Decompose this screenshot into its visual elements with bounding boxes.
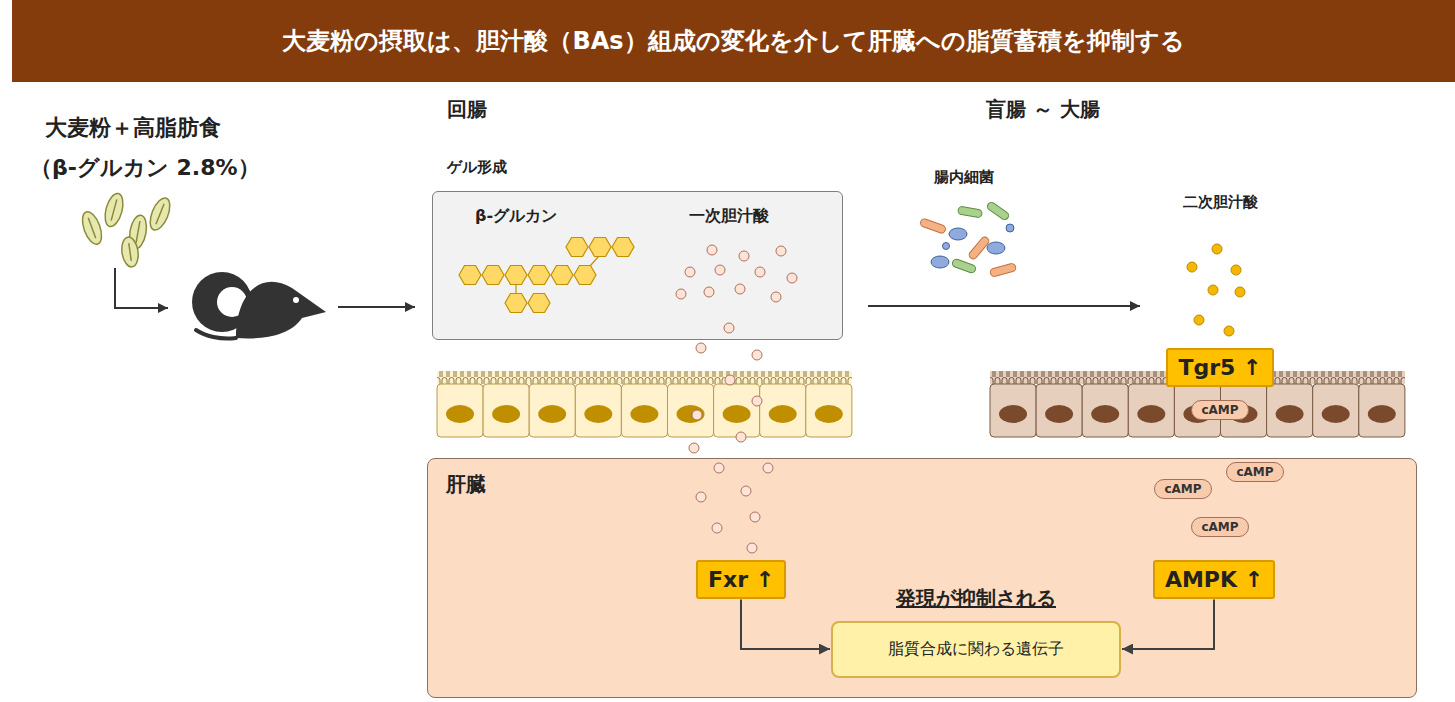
receptor-box: Fxr ↑: [696, 560, 786, 599]
primary-bile-acids: [676, 245, 797, 553]
cell-nucleus: [538, 405, 566, 423]
epithelial-cell: [760, 384, 806, 437]
cell-nucleus: [999, 405, 1027, 423]
gel-box: ゲル形成β-グルカン一次胆汁酸: [432, 191, 843, 340]
molecule-label: cAMP: [1236, 465, 1273, 479]
epithelial-cell: [621, 384, 667, 437]
epithelial-cell: [529, 384, 575, 437]
molecule-label: β-グルカン: [475, 206, 557, 227]
kinase-box: AMPK ↑: [1153, 560, 1275, 599]
epithelial-cell: [437, 384, 483, 437]
receptor-label: Tgr5 ↑: [1178, 355, 1261, 380]
camp-pill: cAMP: [1191, 400, 1248, 420]
title-band: [12, 0, 1455, 82]
bacteria-label: 腸内細菌: [934, 168, 994, 187]
camp-pill: cAMP: [1226, 462, 1283, 482]
cell-nucleus: [815, 405, 843, 423]
cell-nucleus: [492, 405, 520, 423]
diet-label: 大麦粉＋高脂肪食: [45, 113, 221, 143]
epithelial-cell: [806, 384, 852, 437]
region-label: 盲腸 ～ 大腸: [986, 96, 1100, 123]
title-text: 大麦粉の摂取は、胆汁酸（BAs）組成の変化を介して肝臓への脂質蓄積を抑制する: [12, 0, 1455, 82]
box-heading: ゲル形成: [447, 158, 507, 177]
cell-nucleus: [1137, 405, 1165, 423]
flow-arrow: [868, 305, 1140, 307]
gut-bacteria: [919, 201, 1016, 277]
ileum-epithelium: [437, 371, 852, 437]
epithelial-cell: [1036, 384, 1082, 437]
epithelial-cell: [714, 384, 760, 437]
receptor-label: Fxr ↑: [708, 567, 774, 592]
region-label: 回腸: [447, 96, 487, 123]
cell-nucleus: [1322, 405, 1350, 423]
organ-label: 肝臓: [446, 471, 486, 498]
barley-grains: [79, 192, 174, 268]
mouse-icon: [192, 272, 326, 339]
receptor-box: Tgr5 ↑: [1166, 348, 1273, 387]
diet-label: （β-グルカン 2.8%）: [30, 153, 260, 183]
flow-arrow: [338, 306, 415, 308]
gene-box: 発現が抑制される脂質合成に関わる遺伝子: [831, 621, 1121, 678]
molecule-label: 一次胆汁酸: [689, 206, 769, 227]
bile-acid-label: 二次胆汁酸: [1183, 193, 1258, 212]
epithelial-cell: [1128, 384, 1174, 437]
molecule-label: cAMP: [1164, 482, 1201, 496]
cell-nucleus: [1368, 405, 1396, 423]
epithelial-cell: [1359, 384, 1405, 437]
arrow-connector: [1122, 600, 1214, 650]
cell-nucleus: [1091, 405, 1119, 423]
beta-glucan-chain: [459, 238, 634, 313]
molecule-label: cAMP: [1201, 520, 1238, 534]
cell-nucleus: [1045, 405, 1073, 423]
cell-nucleus: [677, 405, 705, 423]
kinase-label: AMPK ↑: [1165, 567, 1263, 592]
camp-pill: cAMP: [1154, 479, 1211, 499]
epithelial-cell: [483, 384, 529, 437]
cell-nucleus: [446, 405, 474, 423]
cell-nucleus: [630, 405, 658, 423]
secondary-bile-acids: [1187, 244, 1245, 336]
feed-arrow: [115, 268, 168, 308]
molecule-label: cAMP: [1201, 403, 1238, 417]
epithelial-cell: [990, 384, 1036, 437]
epithelial-cell: [1082, 384, 1128, 437]
cell-nucleus: [1276, 405, 1304, 423]
epithelial-cell: [1313, 384, 1359, 437]
arrow-connector: [741, 600, 830, 650]
cell-nucleus: [723, 405, 751, 423]
liver-region: 肝臓Fxr ↑AMPK ↑cAMPcAMPcAMP発現が抑制される脂質合成に関わ…: [427, 458, 1417, 698]
cell-nucleus: [584, 405, 612, 423]
effect-heading: 発現が抑制される: [896, 585, 1056, 612]
camp-pill: cAMP: [1191, 517, 1248, 537]
epithelial-cell: [575, 384, 621, 437]
gene-label: 脂質合成に関わる遺伝子: [888, 639, 1064, 660]
cell-nucleus: [769, 405, 797, 423]
epithelial-cell: [1267, 384, 1313, 437]
epithelial-cell: [668, 384, 714, 437]
